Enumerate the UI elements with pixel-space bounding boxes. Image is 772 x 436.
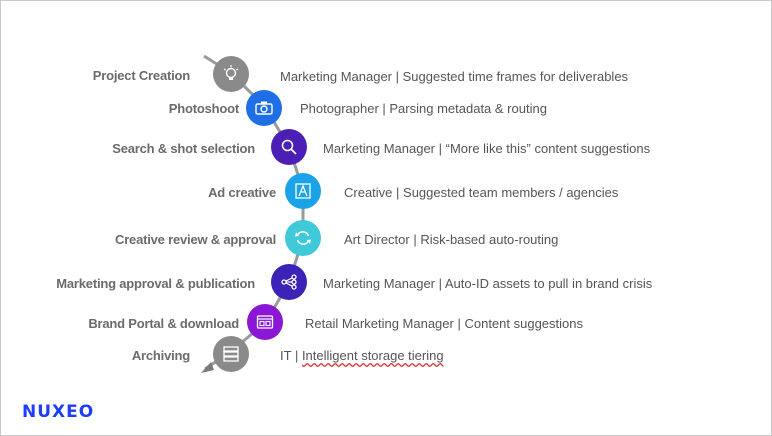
stage-label-brand-portal: Brand Portal & download — [88, 316, 239, 331]
stage-desc-archiving: IT | Intelligent storage tiering — [280, 348, 444, 363]
search-icon — [271, 129, 307, 165]
storage-icon — [213, 336, 249, 372]
stage-label-archiving: Archiving — [131, 348, 190, 363]
stage-desc-creative-review: Art Director | Risk-based auto-routing — [344, 232, 559, 247]
stage-desc-ad-creative: Creative | Suggested team members / agen… — [344, 185, 619, 200]
stage-label-project-creation: Project Creation — [92, 68, 190, 83]
stage-label-marketing-approval: Marketing approval & publication — [56, 276, 255, 291]
stage-desc-search-shot-selection: Marketing Manager | “More like this” con… — [323, 141, 651, 156]
lightbulb-icon — [213, 56, 249, 92]
share-network-icon — [271, 264, 307, 300]
adobe-icon — [285, 173, 321, 209]
stage-desc-photoshoot: Photographer | Parsing metadata & routin… — [300, 101, 547, 116]
stage-label-search-shot-selection: Search & shot selection — [112, 141, 255, 156]
refresh-icon — [285, 220, 321, 256]
nuxeo-logo: NUXEO — [22, 402, 95, 422]
arrow-head — [201, 362, 214, 373]
stage-label-ad-creative: Ad creative — [208, 185, 276, 200]
camera-icon — [246, 90, 282, 126]
stage-desc-marketing-approval: Marketing Manager | Auto-ID assets to pu… — [323, 276, 653, 291]
stage-desc-project-creation: Marketing Manager | Suggested time frame… — [280, 69, 629, 84]
browser-window-icon — [247, 304, 283, 340]
stage-label-photoshoot: Photoshoot — [168, 101, 239, 116]
stage-label-creative-review: Creative review & approval — [115, 232, 276, 247]
stage-desc-brand-portal: Retail Marketing Manager | Content sugge… — [305, 316, 583, 331]
